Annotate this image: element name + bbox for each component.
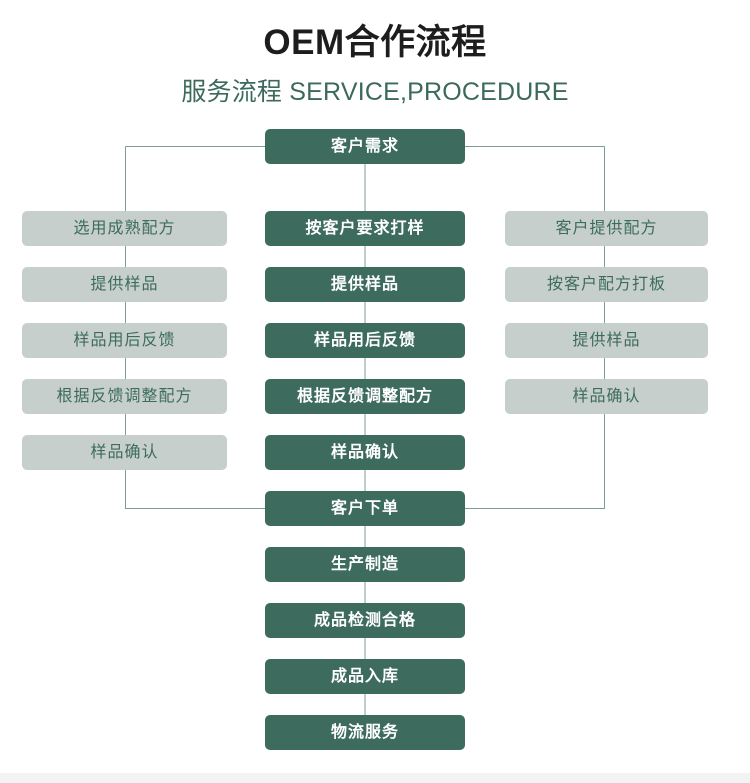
page-title: OEM合作流程 <box>263 23 487 62</box>
flow-node-merge[interactable]: 客户下单 <box>265 491 465 526</box>
flow-node-right-3[interactable]: 提供样品 <box>505 323 708 358</box>
flow-node-start[interactable]: 客户需求 <box>265 129 465 164</box>
flow-node-tail-3[interactable]: 成品入库 <box>265 659 465 694</box>
flow-node-mid-5[interactable]: 样品确认 <box>265 435 465 470</box>
flow-node-mid-3[interactable]: 样品用后反馈 <box>265 323 465 358</box>
page-subtitle: 服务流程 SERVICE,PROCEDURE <box>181 78 569 106</box>
flow-node-tail-2[interactable]: 成品检测合格 <box>265 603 465 638</box>
flow-node-left-5[interactable]: 样品确认 <box>22 435 227 470</box>
flow-node-left-4[interactable]: 根据反馈调整配方 <box>22 379 227 414</box>
flow-node-right-1[interactable]: 客户提供配方 <box>505 211 708 246</box>
flow-node-right-4[interactable]: 样品确认 <box>505 379 708 414</box>
page-header: OEM合作流程 服务流程 SERVICE,PROCEDURE <box>0 0 750 107</box>
flow-node-mid-2[interactable]: 提供样品 <box>265 267 465 302</box>
flow-node-right-2[interactable]: 按客户配方打板 <box>505 267 708 302</box>
flow-node-tail-4[interactable]: 物流服务 <box>265 715 465 750</box>
flow-node-left-2[interactable]: 提供样品 <box>22 267 227 302</box>
flow-node-left-3[interactable]: 样品用后反馈 <box>22 323 227 358</box>
flow-node-mid-4[interactable]: 根据反馈调整配方 <box>265 379 465 414</box>
flow-node-mid-1[interactable]: 按客户要求打样 <box>265 211 465 246</box>
line-left-to-merge <box>124 470 265 510</box>
line-right-to-merge <box>465 414 606 510</box>
flow-node-tail-1[interactable]: 生产制造 <box>265 547 465 582</box>
flow-node-left-1[interactable]: 选用成熟配方 <box>22 211 227 246</box>
bottom-strip <box>0 773 750 783</box>
